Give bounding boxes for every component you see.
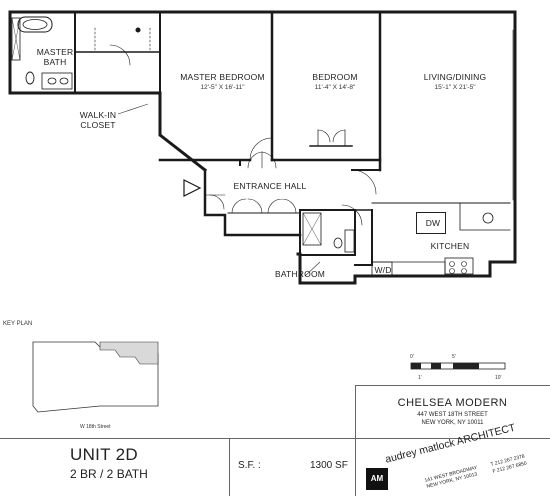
dw-box xyxy=(416,212,446,234)
master-bedroom-dims: 12'-5" X 16'-11" xyxy=(200,84,245,91)
wd-label: W/D xyxy=(374,265,392,275)
sink-icon xyxy=(47,77,57,85)
architect-name: audrey matlock ARCHITECT xyxy=(384,421,517,466)
unit-type: 2 BR / 2 BATH xyxy=(70,467,148,481)
bathtub-icon xyxy=(17,16,53,33)
entrance-hall-label: ENTRANCE HALL xyxy=(233,181,307,191)
floor-plan xyxy=(8,10,517,285)
scale-tick-0: 0' xyxy=(410,354,414,360)
unit-title: UNIT 2D xyxy=(70,445,138,464)
master-bath-label: MASTER BATH xyxy=(36,47,74,67)
bedroom-dims: 11'-4" X 14'-8" xyxy=(314,84,356,91)
divider-building-top xyxy=(355,385,550,386)
sf-value: 1300 SF xyxy=(310,460,348,471)
kitchen-label: KITCHEN xyxy=(430,241,470,251)
scale-tick-1: 1' xyxy=(418,375,422,381)
toilet-icon xyxy=(25,71,35,85)
bathroom-label: BATHROOM xyxy=(274,269,326,279)
building-address-1: 447 WEST 18TH STREET xyxy=(417,412,488,418)
living-dining-dims: 15'-1" X 21'-5" xyxy=(434,84,476,91)
dw-label: DW xyxy=(425,218,441,228)
key-plan-map xyxy=(32,341,159,413)
closet-leader-line xyxy=(117,103,321,277)
scale-tick-5: 5' xyxy=(452,354,456,360)
divider-horizontal xyxy=(0,438,550,439)
bedroom-label: BEDROOM xyxy=(312,72,358,82)
sf-label: S.F. : xyxy=(238,460,261,471)
toilet-icon xyxy=(333,237,343,249)
master-bedroom-label: MASTER BEDROOM xyxy=(180,72,265,82)
scale-tick-10: 10' xyxy=(495,375,502,381)
key-plan-street: W 18th Street xyxy=(80,424,111,430)
building-address-2: NEW YORK, NY 10011 xyxy=(421,420,484,426)
building-name: CHELSEA MODERN xyxy=(397,397,508,409)
walk-in-closet-label: WALK-IN CLOSET xyxy=(79,110,117,130)
entrance-arrow-icon xyxy=(183,179,202,197)
outer-wall xyxy=(8,10,517,285)
shower-icon xyxy=(11,17,21,61)
living-dining-label: LIVING/DINING xyxy=(423,72,487,82)
scale-bar xyxy=(410,362,506,370)
key-plan-label: KEY PLAN xyxy=(3,321,33,327)
divider-vertical-1 xyxy=(229,438,230,496)
divider-vertical-2 xyxy=(355,385,356,496)
architect-logo: AM xyxy=(366,468,388,490)
key-plan-unit-highlight xyxy=(99,341,159,365)
